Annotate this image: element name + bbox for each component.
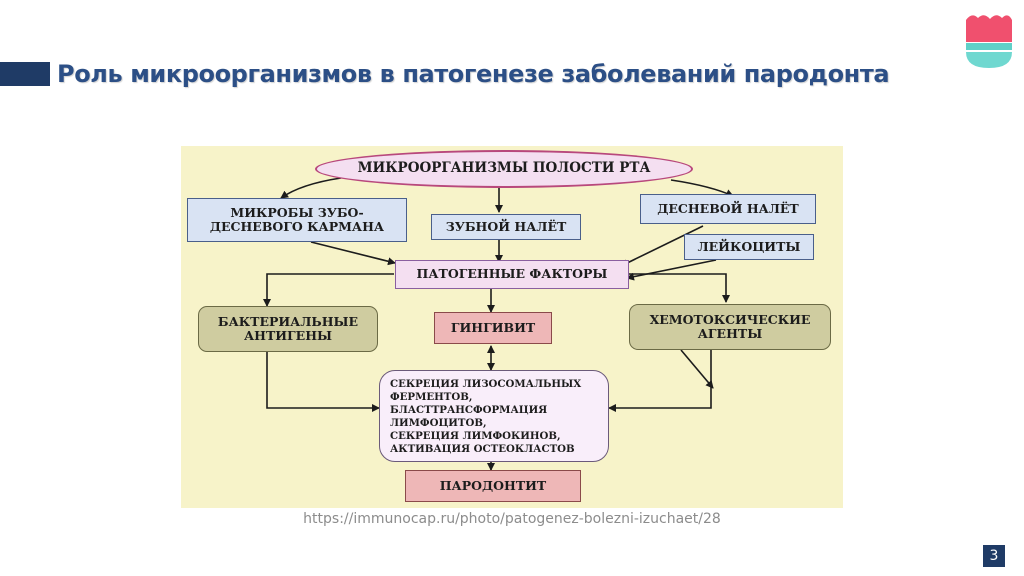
process-item: БЛАСТТРАНСФОРМАЦИЯ bbox=[390, 404, 548, 416]
node-chemotoxic-agents: ХЕМОТОКСИЧЕСКИЕ АГЕНТЫ bbox=[629, 304, 831, 350]
title-accent-bar bbox=[0, 62, 50, 86]
process-item: ФЕРМЕНТОВ, bbox=[390, 391, 473, 403]
node-leukocytes: ЛЕЙКОЦИТЫ bbox=[684, 234, 814, 260]
process-item: СЕКРЕЦИЯ ЛИМФОКИНОВ, bbox=[390, 430, 561, 442]
node-gingival-plaque: ДЕСНЕВОЙ НАЛЁТ bbox=[640, 194, 816, 224]
node-chemotoxic-agents-line1: ХЕМОТОКСИЧЕСКИЕ bbox=[649, 311, 811, 327]
arrow-factors-chemotoxic bbox=[629, 273, 730, 303]
node-gingivitis: ГИНГИВИТ bbox=[434, 312, 552, 344]
node-processes-list: СЕКРЕЦИЯ ЛИЗОСОМАЛЬНЫХ ФЕРМЕНТОВ, БЛАСТТ… bbox=[384, 374, 606, 462]
arrow-leukocytes-factors bbox=[626, 259, 717, 281]
node-periodontitis: ПАРОДОНТИТ bbox=[405, 470, 581, 502]
arrow-bacterial-processes bbox=[266, 352, 380, 412]
arrow-root-pocket bbox=[280, 177, 342, 199]
process-item: ЛИМФОЦИТОВ, bbox=[390, 417, 487, 429]
node-chemotoxic-agents-line2: АГЕНТЫ bbox=[697, 326, 763, 341]
source-caption: https://immunocap.ru/photo/patogenez-bol… bbox=[303, 511, 721, 527]
page-number: 3 bbox=[983, 545, 1005, 567]
node-pocket-microbes-line2: ДЕСНЕВОГО КАРМАНА bbox=[209, 219, 385, 234]
node-pocket-microbes: МИКРОБЫ ЗУБО- ДЕСНЕВОГО КАРМАНА bbox=[187, 198, 407, 242]
arrow-gingival-factors bbox=[620, 225, 704, 267]
node-bacterial-antigens-line1: БАКТЕРИАЛЬНЫЕ bbox=[217, 313, 359, 329]
node-bacterial-antigens-line2: АНТИГЕНЫ bbox=[243, 328, 333, 343]
arrow-pocket-factors bbox=[310, 241, 396, 266]
arrow-chemotoxic-processes bbox=[608, 350, 712, 412]
process-item: АКТИВАЦИЯ ОСТЕОКЛАСТОВ bbox=[390, 443, 575, 455]
diagram-arrows bbox=[263, 177, 734, 471]
node-oral-microorganisms: МИКРООРГАНИЗМЫ ПОЛОСТИ РТА bbox=[315, 150, 693, 188]
node-dental-plaque: ЗУБНОЙ НАЛЁТ bbox=[431, 214, 581, 240]
node-pocket-microbes-line1: МИКРОБЫ ЗУБО- bbox=[230, 204, 364, 220]
node-processes-frame bbox=[379, 370, 609, 462]
arrow-chemotoxic-branch bbox=[680, 349, 714, 389]
node-bacterial-antigens: БАКТЕРИАЛЬНЫЕ АНТИГЕНЫ bbox=[198, 306, 378, 352]
arrow-factors-bacterial bbox=[263, 273, 394, 307]
process-item: СЕКРЕЦИЯ ЛИЗОСОМАЛЬНЫХ bbox=[390, 378, 582, 390]
pathogenesis-diagram: МИКРООРГАНИЗМЫ ПОЛОСТИ РТА МИКРОБЫ ЗУБО-… bbox=[181, 146, 843, 508]
page-title: Роль микроорганизмов в патогенезе заболе… bbox=[57, 60, 890, 88]
tooth-logo-icon bbox=[966, 15, 1012, 68]
node-pathogenic-factors: ПАТОГЕННЫЕ ФАКТОРЫ bbox=[395, 260, 629, 289]
